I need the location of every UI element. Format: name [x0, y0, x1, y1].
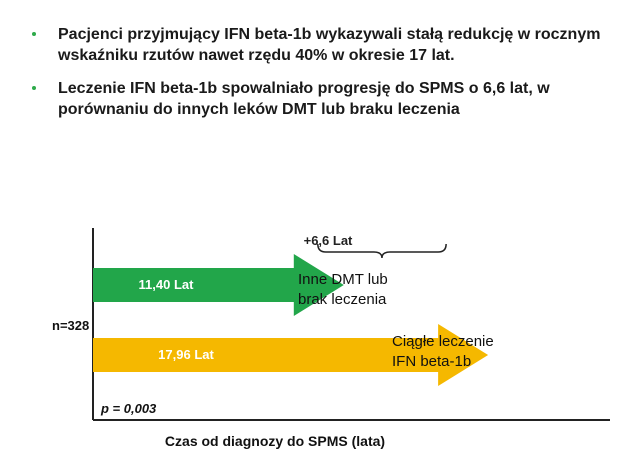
bullet-dot-icon — [32, 86, 36, 90]
bullet-list: Pacjenci przyjmujący IFN beta-1b wykazyw… — [32, 24, 612, 132]
bullet-item: Pacjenci przyjmujący IFN beta-1b wykazyw… — [32, 24, 612, 66]
bullet-text: Pacjenci przyjmujący IFN beta-1b wykazyw… — [58, 26, 601, 64]
x-axis-label: Czas od diagnozy do SPMS (lata) — [165, 433, 385, 449]
series-label-ifn-line2: IFN beta-1b — [392, 353, 471, 370]
bullet-dot-icon — [32, 32, 36, 36]
bar-arrow-other-dmt — [93, 254, 344, 316]
bar-arrow-ifn-beta — [93, 324, 489, 386]
bar-value-label-green: 11,40 Lat — [139, 277, 195, 292]
series-label-other-dmt-line2: brak leczenia — [298, 291, 387, 308]
n-label: n=328 — [52, 318, 89, 333]
p-value-label: p = 0,003 — [100, 401, 157, 416]
difference-brace — [317, 243, 447, 259]
series-label-other-dmt-line1: Inne DMT lub — [298, 271, 388, 288]
bullet-text: Leczenie IFN beta-1b spowalniało progres… — [58, 80, 550, 118]
difference-label: +6,6 Lat — [304, 233, 353, 248]
bar-value-label-yellow: 17,96 Lat — [158, 347, 214, 362]
bullet-item: Leczenie IFN beta-1b spowalniało progres… — [32, 78, 612, 120]
series-label-ifn-line1: Ciągłe leczenie — [392, 333, 494, 350]
